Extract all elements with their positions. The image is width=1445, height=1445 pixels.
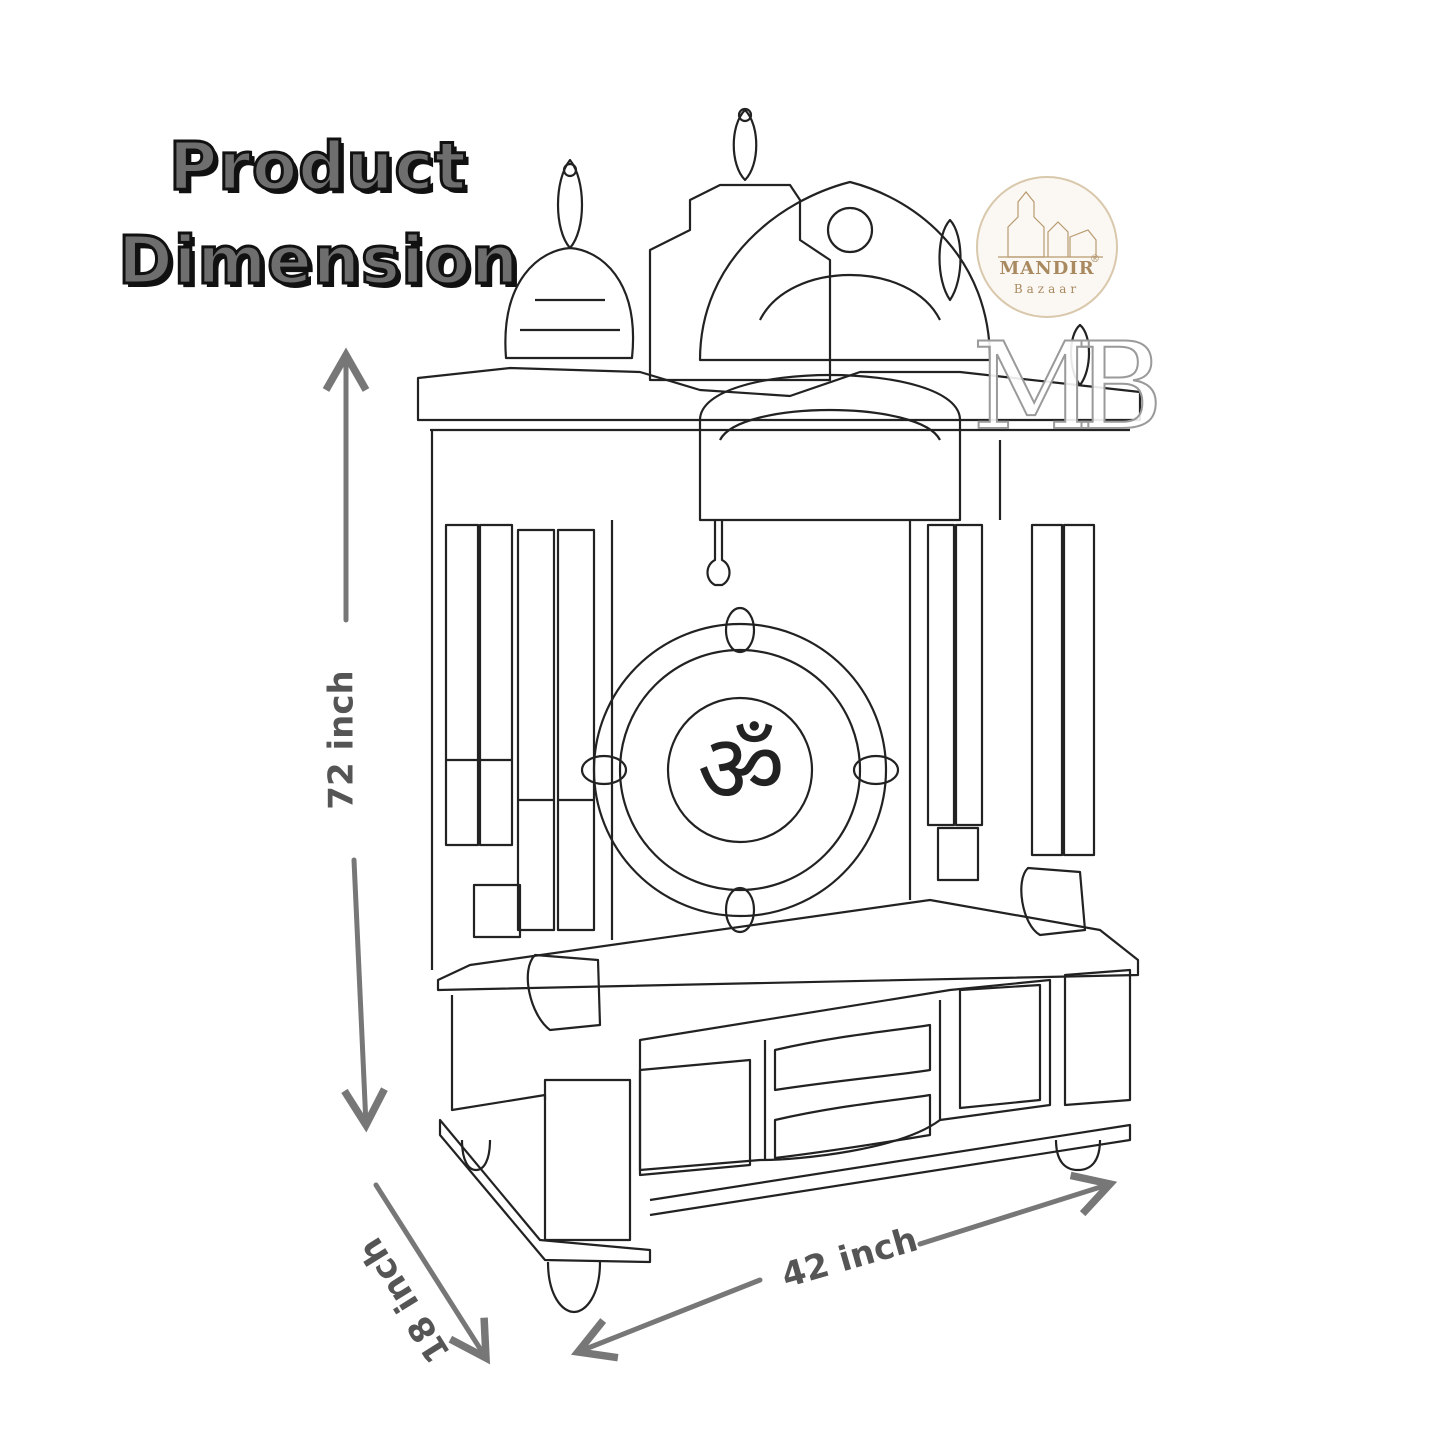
left-dome bbox=[504, 246, 635, 360]
depth-arrow bbox=[373, 1182, 491, 1365]
right-pillars bbox=[926, 523, 1096, 857]
brand-sub: Bazaar bbox=[1013, 282, 1081, 296]
base-molding bbox=[438, 1118, 652, 1264]
crown-carving bbox=[698, 180, 992, 362]
om-symbol-icon: ॐ bbox=[697, 713, 785, 825]
foot-left-back bbox=[460, 1139, 492, 1172]
central-tower bbox=[648, 183, 832, 382]
left-pillars bbox=[444, 523, 596, 932]
temple-structure bbox=[416, 107, 1142, 1314]
title-line-1: Product bbox=[167, 127, 468, 207]
height-arrow bbox=[322, 347, 388, 1133]
title-line-2: Dimension bbox=[117, 221, 520, 301]
brand-name: MANDIR bbox=[999, 258, 1095, 279]
drawers bbox=[638, 978, 1052, 1172]
temple-illustration-icon bbox=[998, 191, 1103, 258]
arch bbox=[698, 373, 962, 522]
om-medallion bbox=[580, 606, 900, 934]
mandir-bazaar-logo: MANDIR Bazaar ® bbox=[976, 176, 1118, 318]
foot-right-front bbox=[1054, 1139, 1102, 1172]
width-arrow bbox=[570, 1171, 1118, 1362]
height-label: 72 inch bbox=[321, 670, 362, 810]
cornice bbox=[416, 366, 1142, 422]
mb-monogram: MB bbox=[971, 317, 1164, 458]
product-dimension-title: Product Dimension bbox=[117, 120, 520, 308]
foot-left-front bbox=[546, 1261, 602, 1314]
registered-mark: ® bbox=[1090, 254, 1100, 265]
platform bbox=[436, 898, 1140, 992]
